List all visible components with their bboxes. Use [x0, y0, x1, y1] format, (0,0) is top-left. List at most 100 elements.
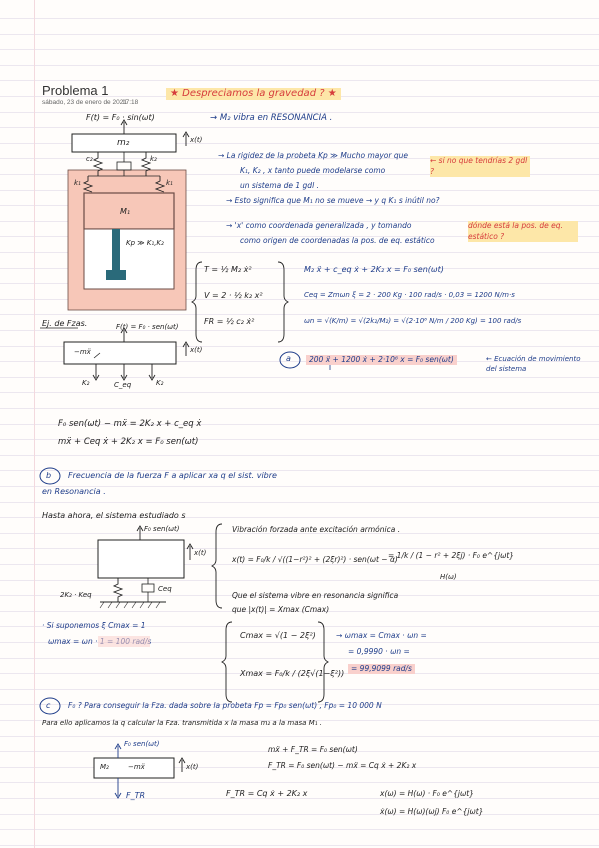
ruled-line — [0, 564, 599, 565]
statement: → M₂ vibra en RESONANCIA . — [210, 113, 333, 123]
ruled-line — [0, 829, 599, 830]
remark-5: → 'x' como coordenada generalizada , y t… — [226, 221, 412, 230]
ruled-line — [0, 704, 599, 705]
remark-1: → La rigidez de la probeta Kp ≫ Mucho ma… — [218, 151, 408, 160]
ruled-line — [0, 611, 599, 612]
ruled-line — [0, 392, 599, 393]
part-c-eq4: x(ω) = H(ω) · F₀ e^{jωt} — [380, 789, 474, 798]
res-text2: que |x(t)| = Xmax (Cmax) — [232, 605, 330, 614]
ruled-line — [0, 455, 599, 456]
ruled-line — [0, 408, 599, 409]
ruled-line — [0, 112, 599, 113]
assume-text: · Si suponemos ξ Cmax = 1 — [42, 621, 146, 630]
force-label: F(t) = F₀ · sin(ωt) — [86, 113, 155, 122]
middle-intro: Hasta ahora, el sistema estudiado s — [42, 511, 186, 520]
ruled-line — [0, 439, 599, 440]
part-c-eq3: F_TR = Cq ẋ + 2K₂ x — [226, 789, 308, 798]
ruled-line — [0, 158, 599, 159]
fbd-force: F(t) = F₀ · sen(ωt) — [116, 323, 179, 331]
remark-3: un sistema de 1 gdl . — [240, 181, 319, 190]
energy-V: V = 2 · ½ k₂ x² — [204, 291, 263, 300]
fbd-ceq: C_eq — [114, 381, 132, 389]
energy-T: T = ½ M₂ ẋ² — [204, 265, 252, 274]
ruled-line — [0, 252, 599, 253]
ruled-line — [0, 767, 599, 768]
fbd-inertia: −mẍ — [74, 348, 91, 356]
middle-c: Ceq — [158, 585, 172, 593]
margin-line — [34, 0, 35, 848]
x-label: x(t) — [190, 136, 203, 144]
ruled-line — [0, 502, 599, 503]
wmax-simple-highlight — [98, 636, 150, 647]
ruled-line — [0, 65, 599, 66]
ruled-line — [0, 283, 599, 284]
spring-k2-label: k₂ — [150, 155, 157, 163]
spring-k1-left-label: k₁ — [74, 179, 81, 187]
res-text1: Que el sistema vibre en resonancia signi… — [232, 591, 399, 600]
part-c-ftr: F_TR — [126, 791, 146, 800]
ruled-line — [0, 221, 599, 222]
ruled-line — [0, 34, 599, 35]
mass-bottom-label: M₁ — [120, 207, 131, 216]
fbd-eq2: mẍ + Ceq ẋ + 2K₂ x = F₀ sen(ωt) — [58, 437, 199, 447]
ruled-line — [0, 470, 599, 471]
part-c-x: x(t) — [186, 763, 199, 771]
ruled-line — [0, 346, 599, 347]
ruled-line — [0, 205, 599, 206]
ruled-line — [0, 533, 599, 534]
middle-x: x(t) — [194, 549, 207, 557]
ruled-line — [0, 424, 599, 425]
red-note-eq: dónde está la pos. de eq. estático ? — [468, 221, 578, 242]
ruled-line — [0, 299, 599, 300]
page-time: 17:18 — [122, 99, 139, 106]
spring-k1-right-label: k₁ — [166, 179, 173, 187]
ruled-line — [0, 782, 599, 783]
wmax-line2: = 0,9990 · ωn = — [348, 647, 410, 656]
wn-equation: ωn = √(K/m) = √(2k₂/M₂) = √(2·10⁶ N/m / … — [304, 317, 522, 325]
xt-equation: x(t) = F₀/k / √((1−r²)² + (2ξr)²) · sen(… — [232, 555, 398, 564]
remark-4: → Esto significa que M₁ no se mueve → y … — [226, 196, 440, 205]
ceq-equation: Ceq = Zmωn ξ = 2 · 200 Kg · 100 rad/s · … — [304, 291, 515, 299]
fbd-eq1: F₀ sen(ωt) − mẍ = 2K₂ x + c_eq ẋ — [58, 419, 202, 429]
mass-top-label: m₂ — [117, 138, 130, 148]
part-c-force: F₀ sen(ωt) — [124, 740, 160, 748]
red-note-gdl: ← si no que tendrías 2 gdl ? — [430, 156, 530, 177]
Hw-label: H(ω) — [440, 573, 457, 581]
spring-c2-label: c₂ — [86, 155, 93, 163]
xmax-equation: Xmax = F₀/k / (2ξ√(1−ξ²)) — [240, 669, 345, 678]
fbd-title: Ej. de Fzas. — [42, 319, 88, 328]
ruled-line — [0, 626, 599, 627]
ruled-line — [0, 18, 599, 19]
kp-note: Kp ≫ K₁,K₂ — [126, 239, 164, 247]
part-c-text1: F₀ ? Para conseguir la Fza. dada sobre l… — [68, 701, 382, 710]
ruled-line — [0, 377, 599, 378]
ruled-line — [0, 486, 599, 487]
ruled-line — [0, 580, 599, 581]
page-title: Problema 1 — [42, 83, 109, 98]
ruled-line — [0, 49, 599, 50]
remark-2: K₁, K₂ , x tanto puede modelarse como — [240, 166, 386, 175]
ruled-line — [0, 689, 599, 690]
fbd-spring-k2-right: K₂ — [156, 379, 164, 387]
label-a: a — [286, 354, 291, 363]
resp-note: Vibración forzada ante excitación armóni… — [232, 525, 401, 534]
ruled-line — [0, 736, 599, 737]
ruled-line — [0, 673, 599, 674]
ruled-line — [0, 642, 599, 643]
part-c-eq5: ẋ(ω) = H(ω)(ωj) F₀ e^{jωt} — [380, 807, 484, 816]
fbd-x: x(t) — [190, 346, 203, 354]
label-b: b — [46, 471, 52, 480]
part-b-text2: en Resonancia . — [42, 487, 106, 496]
middle-k: 2K₂ · Keq — [60, 591, 92, 599]
a-note: ← Ecuación de movimiento del sistema — [486, 355, 581, 373]
page-date: sábado, 23 de enero de 2021 — [42, 99, 127, 106]
ruled-line — [0, 174, 599, 175]
fbd-spring-k2-left: K₂ — [82, 379, 90, 387]
part-c-eq2: F_TR = F₀ sen(ωt) − mẍ = Cq ẋ + 2K₂ x — [268, 761, 417, 770]
gravity-note: ★ Despreciamos la gravedad ? ★ — [166, 88, 341, 100]
ruled-line — [0, 751, 599, 752]
ruled-line — [0, 720, 599, 721]
part-b-text1: Frecuencia de la fuerza F a aplicar xa q… — [68, 471, 277, 480]
